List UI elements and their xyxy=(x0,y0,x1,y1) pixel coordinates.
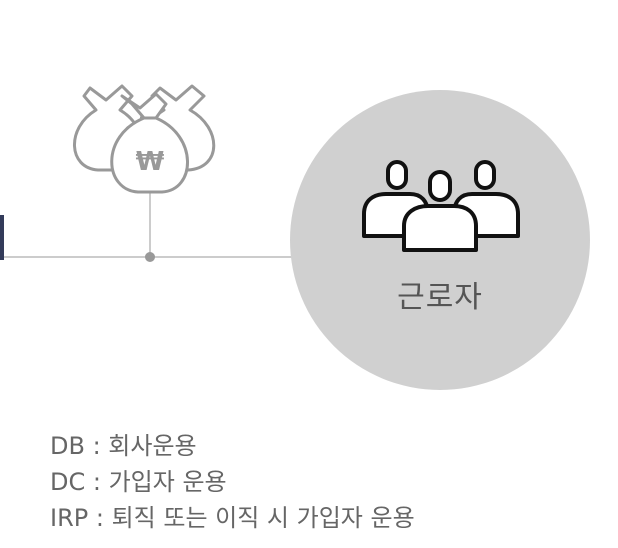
legend-item-irp: IRP : 퇴직 또는 이직 시 가입자 운용 xyxy=(50,504,415,532)
money-bags-icon xyxy=(73,84,216,194)
legend: DB : 회사운용 DC : 가입자 운용 IRP : 퇴직 또는 이직 시 가… xyxy=(50,428,415,536)
people-group-icon xyxy=(362,160,520,252)
junction-dot xyxy=(145,252,155,262)
left-edge-marker xyxy=(0,215,4,260)
legend-item-dc: DC : 가입자 운용 xyxy=(50,468,227,496)
legend-item-db: DB : 회사운용 xyxy=(50,432,197,460)
worker-label: 근로자 xyxy=(397,280,483,315)
won-symbol: ₩ xyxy=(136,147,165,177)
